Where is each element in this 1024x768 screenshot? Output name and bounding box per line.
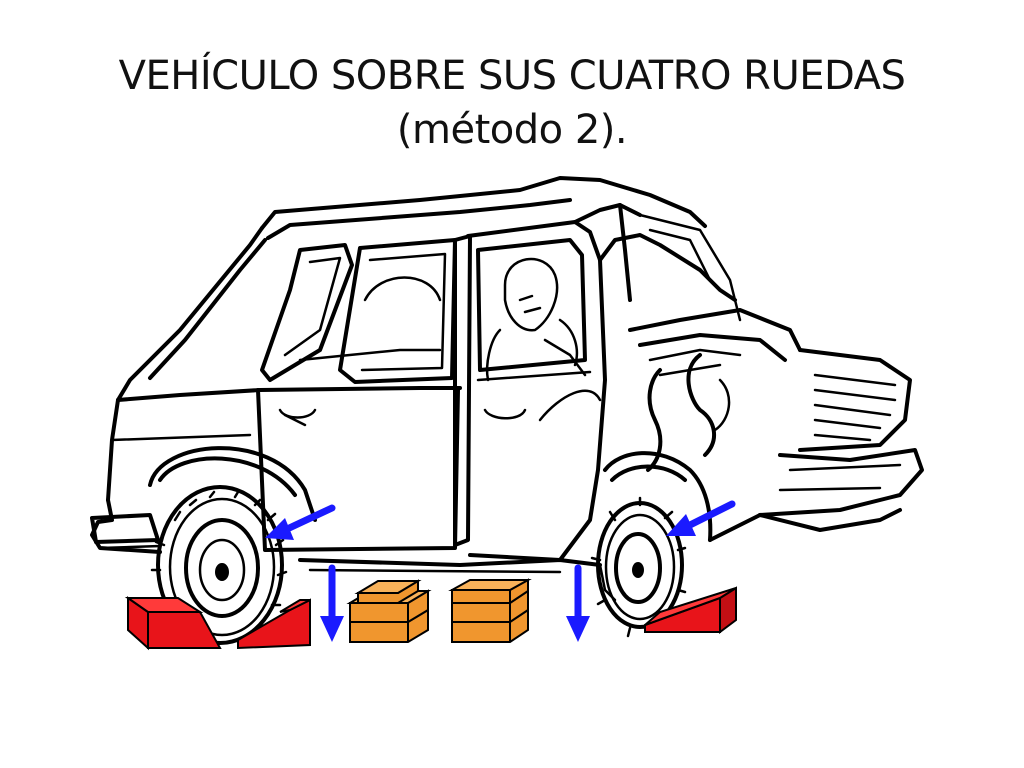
arrow-icon-front-wheel: [666, 500, 736, 536]
title-line-1: VEHÍCULO SOBRE SUS CUATRO RUEDAS: [118, 52, 906, 99]
cribbing-stack-left: [346, 579, 432, 643]
arrow-icon-rear-wheel: [265, 504, 336, 540]
crashed-car-icon: [90, 176, 924, 602]
cribbing-stack-right: [448, 578, 532, 643]
rear-chock-right: [237, 598, 311, 650]
arrow-icon-down-right: [566, 564, 590, 642]
title-line-2: (método 2).: [396, 106, 628, 153]
page-title: VEHÍCULO SOBRE SUS CUATRO RUEDAS (método…: [0, 49, 1024, 157]
arrow-icon-down-left: [320, 564, 344, 642]
front-chock: [644, 586, 737, 634]
rear-chock-left: [124, 596, 222, 651]
